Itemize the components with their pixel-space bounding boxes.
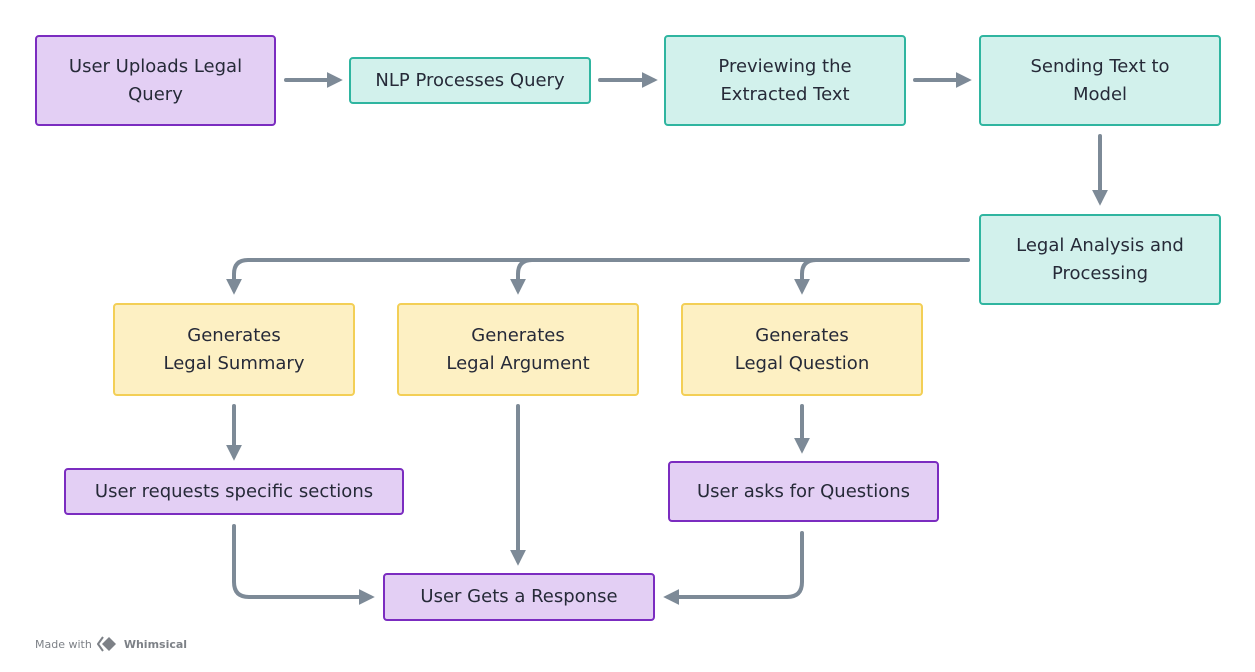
node-generates-legal-argument[interactable]: Generates Legal Argument <box>397 303 639 396</box>
node-user-gets-a-response[interactable]: User Gets a Response <box>383 573 655 621</box>
arrow-analysis-to-question <box>794 258 818 295</box>
node-generates-legal-question[interactable]: Generates Legal Question <box>681 303 923 396</box>
arrow-analysis-to-argument <box>510 258 534 295</box>
made-with-footer: Made with Whimsical <box>35 636 187 652</box>
arrow-asks-to-response <box>663 531 804 605</box>
made-with-label: Made with <box>35 637 92 651</box>
node-legal-analysis-processing[interactable]: Legal Analysis and Processing <box>979 214 1221 305</box>
connector-analysis-trunk <box>226 258 970 295</box>
node-user-requests-specific-sections[interactable]: User requests specific sections <box>64 468 404 515</box>
node-sending-text-to-model[interactable]: Sending Text to Model <box>979 35 1221 126</box>
node-nlp-processes-query[interactable]: NLP Processes Query <box>349 57 591 104</box>
node-generates-legal-summary[interactable]: Generates Legal Summary <box>113 303 355 396</box>
node-user-uploads-legal-query[interactable]: User Uploads Legal Query <box>35 35 276 126</box>
whimsical-brand-label: Whimsical <box>123 637 188 651</box>
node-user-asks-for-questions[interactable]: User asks for Questions <box>668 461 939 522</box>
whimsical-logo-icon <box>96 636 119 652</box>
node-previewing-extracted-text[interactable]: Previewing the Extracted Text <box>664 35 906 126</box>
arrow-sections-to-response <box>232 524 375 605</box>
